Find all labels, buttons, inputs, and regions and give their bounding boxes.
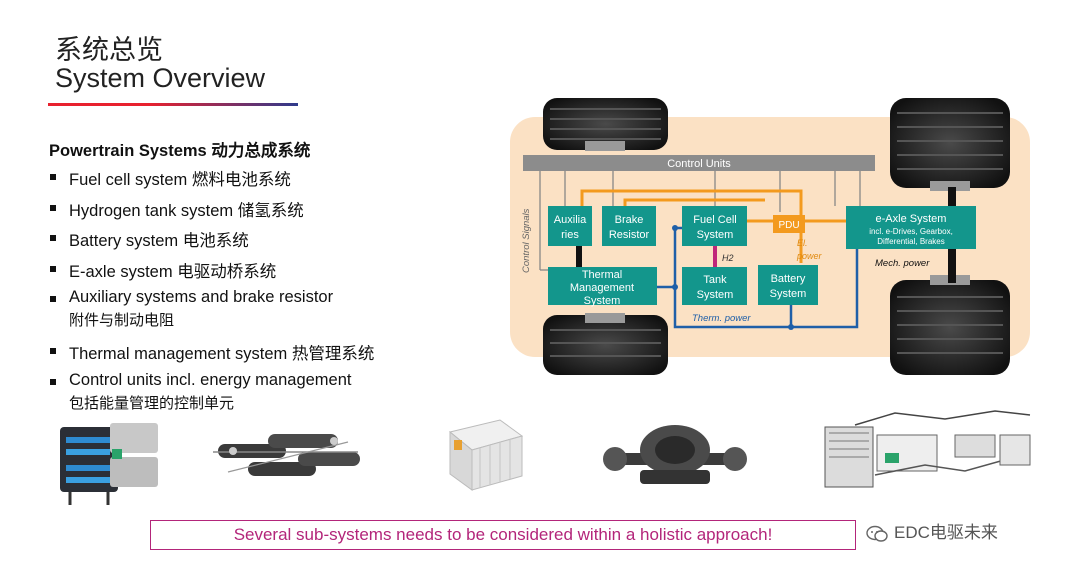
list-item: Control units incl. energy management 包括… xyxy=(49,371,374,421)
eaxle-sub-1: incl. e-Drives, Gearbox, xyxy=(869,227,953,236)
thermal-label-1: Thermal xyxy=(582,269,622,281)
bullet-icon xyxy=(50,205,56,211)
thermal-node xyxy=(672,284,678,290)
list-item-cn: 储氢系统 xyxy=(237,202,304,220)
therm-power-label: Therm. power xyxy=(692,313,751,324)
tank-label-2: System xyxy=(697,289,734,301)
mech-link xyxy=(576,245,582,270)
thermal-node xyxy=(672,225,678,231)
battery-system-box: Battery System xyxy=(758,265,818,305)
control-signals-label: Control Signals xyxy=(521,208,532,273)
list-item-text: Auxiliary systems and brake resistor xyxy=(69,288,334,306)
control-units-label: Control Units xyxy=(667,158,731,170)
list-item: Hydrogen tank system 储氢系统 xyxy=(49,197,374,227)
e-axle-icon xyxy=(603,425,747,484)
list-item-cn: 热管理系统 xyxy=(291,345,375,363)
powertrain-heading-en: Powertrain Systems xyxy=(49,142,207,160)
battery-pack-icon xyxy=(448,419,524,491)
mech-power-label: Mech. power xyxy=(875,258,930,269)
powertrain-diagram: Control Units Control Signals Auxilia ri… xyxy=(510,98,1030,375)
el-power-label-2: power xyxy=(796,251,823,261)
h2-link xyxy=(713,246,717,267)
h2-label: H2 xyxy=(722,253,734,263)
bullet-icon xyxy=(50,235,56,241)
thermal-management-box: Thermal Management System xyxy=(548,267,657,307)
list-item-text: Control units incl. energy management xyxy=(69,371,352,389)
list-item: Fuel cell system 燃料电池系统 xyxy=(49,166,374,197)
hydrogen-tank-icon xyxy=(213,434,360,476)
fuel-cell-stack-icon xyxy=(60,423,158,505)
title-underline xyxy=(48,103,298,106)
list-item-text: Hydrogen tank system xyxy=(69,202,234,220)
bullet-icon xyxy=(50,266,56,272)
list-item: Thermal management system 热管理系统 xyxy=(49,340,374,371)
brake-resistor-box: Brake Resistor xyxy=(602,206,656,246)
list-item-text: Battery system xyxy=(69,232,179,250)
eaxle-title: e-Axle System xyxy=(876,213,947,225)
el-power-label-1: El. xyxy=(797,238,808,248)
list-item: Battery system 电池系统 xyxy=(49,227,374,258)
control-signal-lines xyxy=(539,171,861,271)
wechat-icon xyxy=(866,525,888,542)
powertrain-heading-cn: 动力总成系统 xyxy=(211,142,311,160)
tire-rear-right-icon xyxy=(890,275,1010,375)
bullet-icon xyxy=(50,379,56,385)
holistic-approach-banner: Several sub-systems needs to be consider… xyxy=(150,520,856,550)
tank-system-box: Tank System xyxy=(682,267,747,305)
brake-label-1: Brake xyxy=(615,214,644,226)
control-units-bar xyxy=(523,155,875,171)
auxiliary-harness-icon xyxy=(824,410,1031,488)
tank-label-1: Tank xyxy=(703,274,727,286)
e-axle-box: e-Axle System incl. e-Drives, Gearbox, D… xyxy=(846,206,976,249)
list-item-cn: 燃料电池系统 xyxy=(191,171,291,189)
bullet-icon xyxy=(50,348,56,354)
powertrain-list: Fuel cell system 燃料电池系统 Hydrogen tank sy… xyxy=(49,166,374,421)
thermal-node xyxy=(788,324,794,330)
list-item-sub: 附件与制动电阻 xyxy=(69,312,175,329)
thermal-label-3: System xyxy=(584,295,621,307)
brake-label-2: Resistor xyxy=(609,229,650,241)
list-item-cn: 电驱动桥系统 xyxy=(177,263,277,281)
list-item: E-axle system 电驱动桥系统 xyxy=(49,258,374,288)
electric-power-lines xyxy=(580,189,846,263)
fuelcell-label-1: Fuel Cell xyxy=(693,214,736,226)
thermal-power-lines xyxy=(657,226,859,329)
tire-front-left-icon xyxy=(543,98,668,151)
battery-label-1: Battery xyxy=(771,273,806,285)
list-item-sub: 包括能量管理的控制单元 xyxy=(69,395,235,412)
tire-front-right-icon xyxy=(890,98,1010,191)
auxiliaries-box: Auxilia ries xyxy=(548,206,592,246)
auxiliaries-label-2: ries xyxy=(561,229,579,241)
slide-title: System Overview xyxy=(55,63,266,93)
pdu-label: PDU xyxy=(778,220,799,231)
list-item-text: Fuel cell system xyxy=(69,171,188,189)
slide-title-cn: 系统总览 xyxy=(55,35,163,66)
list-item: Auxiliary systems and brake resistor 附件与… xyxy=(49,288,374,340)
watermark: EDC电驱未来 xyxy=(866,518,998,543)
eaxle-sub-2: Differential, Brakes xyxy=(877,237,944,246)
fuelcell-label-2: System xyxy=(697,229,734,241)
pdu-box: PDU xyxy=(773,215,805,233)
tire-rear-left-icon xyxy=(543,313,668,375)
list-item-text: Thermal management system xyxy=(69,345,288,363)
auxiliaries-label-1: Auxilia xyxy=(554,214,587,226)
bullet-icon xyxy=(50,296,56,302)
bullet-icon xyxy=(50,174,56,180)
battery-label-2: System xyxy=(770,288,807,300)
watermark-text: EDC电驱未来 xyxy=(894,523,998,542)
thermal-label-2: Management xyxy=(570,282,634,294)
list-item-text: E-axle system xyxy=(69,263,173,281)
powertrain-heading: Powertrain Systems 动力总成系统 xyxy=(49,137,310,161)
fuel-cell-box: Fuel Cell System xyxy=(682,206,747,246)
list-item-cn: 电池系统 xyxy=(182,232,249,250)
